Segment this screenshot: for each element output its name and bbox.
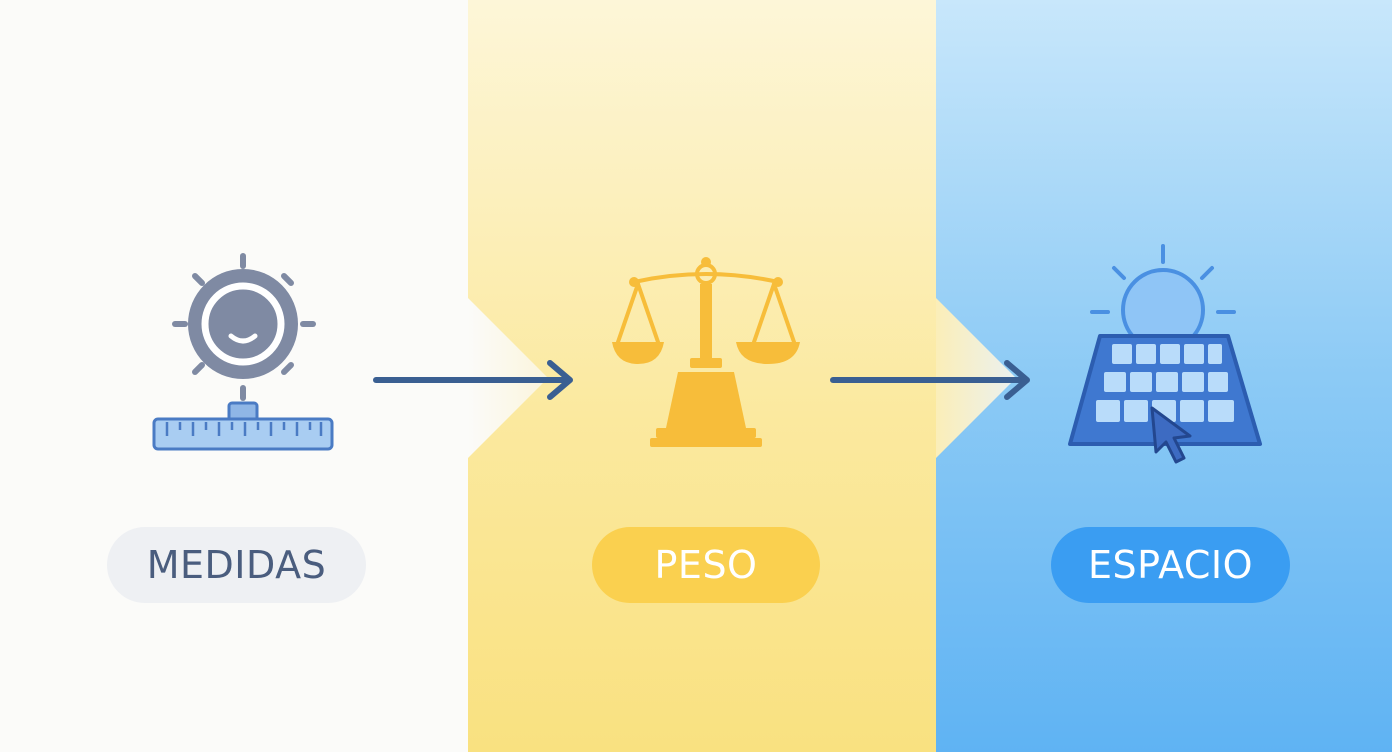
label-medidas-text: MEDIDAS	[146, 543, 327, 587]
label-espacio: ESPACIO	[1051, 527, 1290, 603]
label-peso: PESO	[592, 527, 820, 603]
measurement-sun-ruler-icon	[152, 253, 334, 451]
arrow-peso-to-espacio	[830, 360, 1030, 400]
solar-panel-cursor-icon	[1068, 244, 1262, 464]
balance-scale-icon	[612, 257, 800, 447]
label-peso-text: PESO	[654, 543, 758, 587]
label-medidas: MEDIDAS	[107, 527, 366, 603]
arrow-medidas-to-peso	[373, 360, 573, 400]
label-espacio-text: ESPACIO	[1087, 543, 1254, 587]
